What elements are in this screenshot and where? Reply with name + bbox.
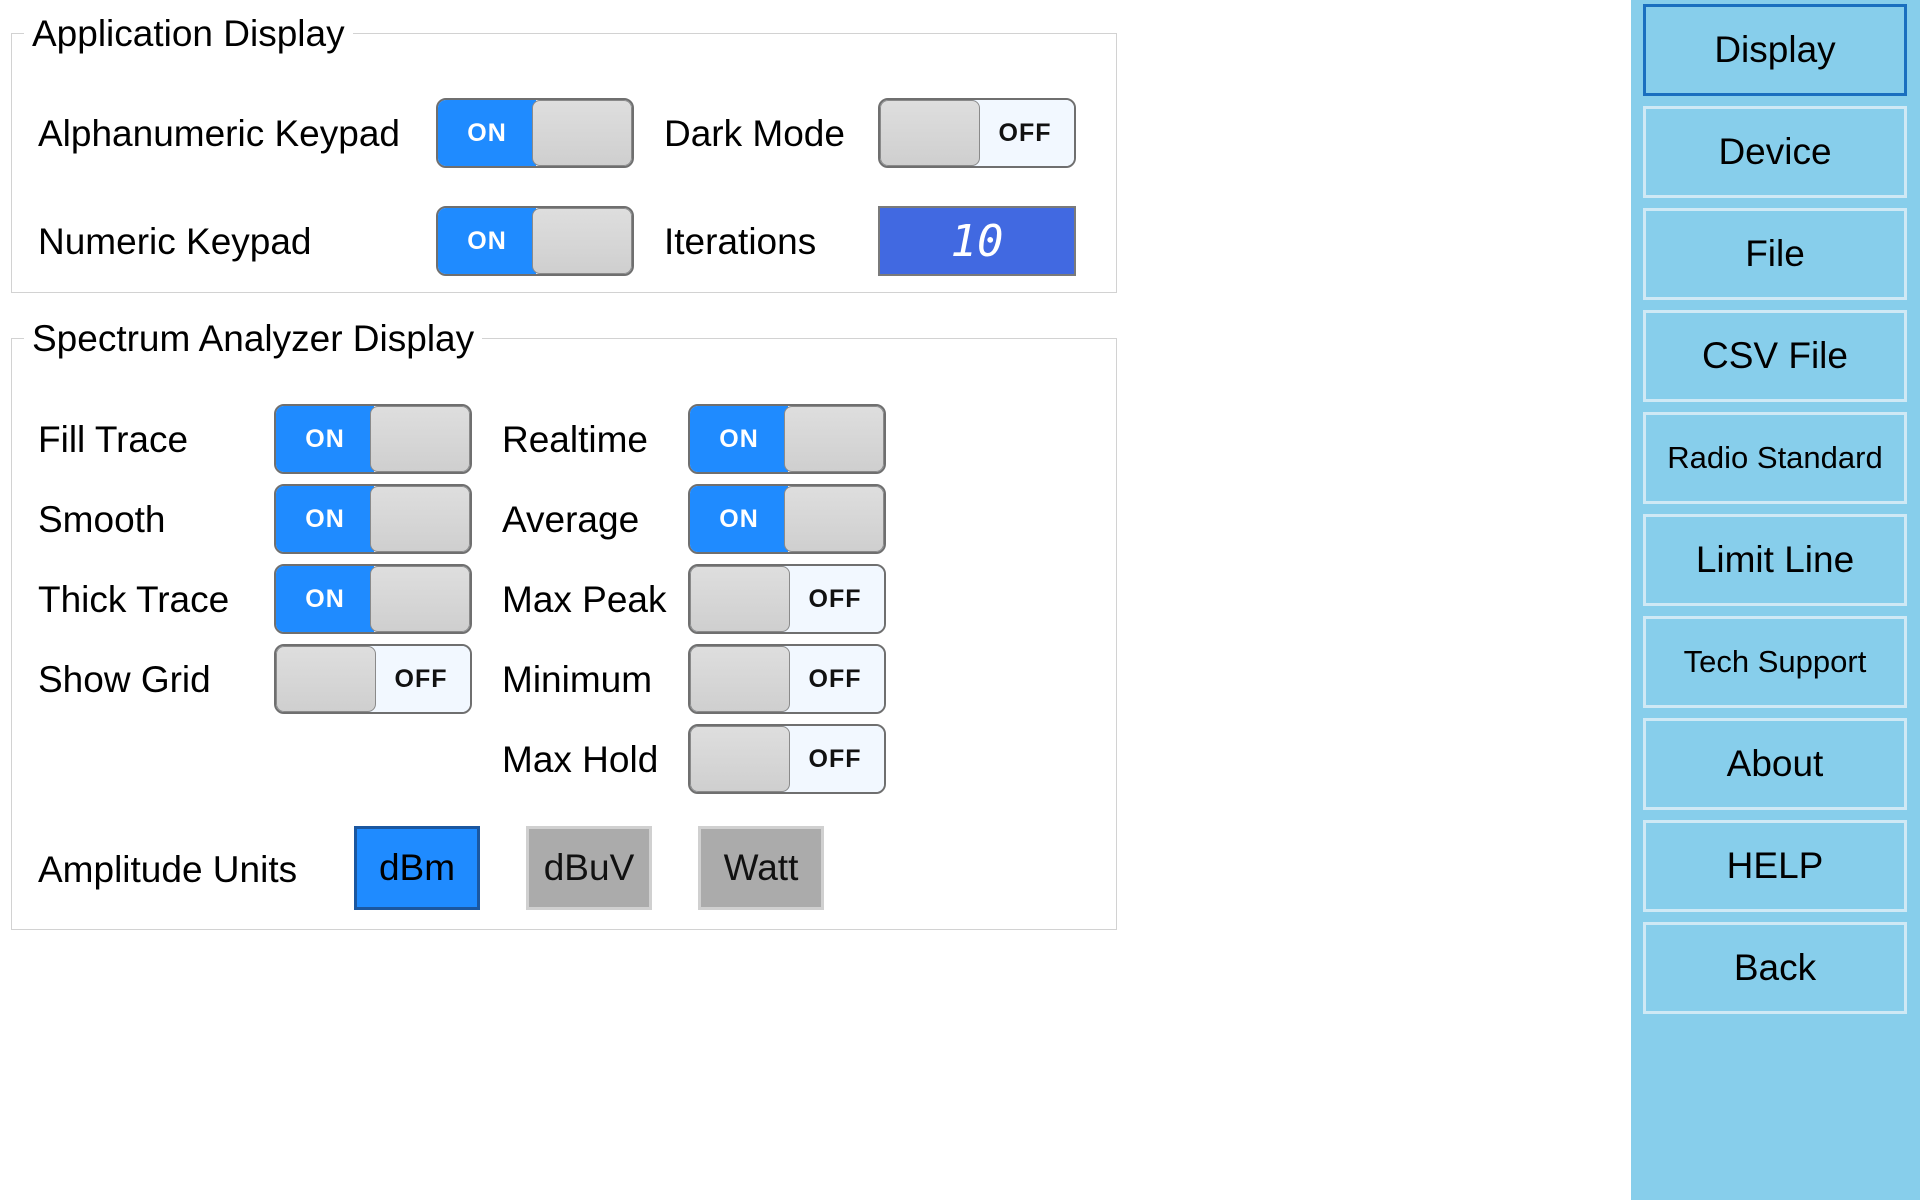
fill-trace-label: Fill Trace [38,419,189,460]
max-peak-toggle[interactable]: ON OFF [688,564,886,634]
minimum-label: Minimum [502,659,653,700]
dark-mode-label: Dark Mode [664,113,845,154]
show-grid-toggle[interactable]: ON OFF [274,644,472,714]
toggle-off-text: OFF [976,100,1074,166]
sidebar-item-device[interactable]: Device [1643,106,1907,198]
toggle-thumb [784,486,884,552]
toggle-on-text: ON [438,208,536,274]
unit-watt-button[interactable]: Watt [698,826,824,910]
numeric-keypad-label: Numeric Keypad [38,221,312,262]
thick-trace-label: Thick Trace [38,579,230,620]
alphanumeric-keypad-label: Alphanumeric Keypad [38,113,400,154]
unit-dbm-button[interactable]: dBm [354,826,480,910]
toggle-off-text: OFF [786,566,884,632]
show-grid-label: Show Grid [38,659,211,700]
toggle-thumb [784,406,884,472]
sidebar-item-file[interactable]: File [1643,208,1907,300]
toggle-thumb [532,208,632,274]
toggle-on-text: ON [438,100,536,166]
sidebar-item-tech-support[interactable]: Tech Support [1643,616,1907,708]
sidebar-item-about[interactable]: About [1643,718,1907,810]
max-hold-toggle[interactable]: ON OFF [688,724,886,794]
toggle-thumb [532,100,632,166]
toggle-on-text: ON [690,486,788,552]
toggle-off-text: OFF [786,646,884,712]
max-hold-label: Max Hold [502,739,659,780]
minimum-toggle[interactable]: ON OFF [688,644,886,714]
toggle-thumb [690,566,790,632]
realtime-label: Realtime [502,419,648,460]
toggle-on-text: ON [276,406,374,472]
realtime-toggle[interactable]: ON OFF [688,404,886,474]
application-display-group: Application Display [11,10,1117,293]
amplitude-units-label: Amplitude Units [38,849,298,890]
sidebar-item-display[interactable]: Display [1643,4,1907,96]
toggle-off-text: OFF [372,646,470,712]
thick-trace-toggle[interactable]: ON OFF [274,564,472,634]
spectrum-analyzer-display-title: Spectrum Analyzer Display [24,315,483,363]
alphanumeric-keypad-toggle[interactable]: ON OFF [436,98,634,168]
average-toggle[interactable]: ON OFF [688,484,886,554]
smooth-toggle[interactable]: ON OFF [274,484,472,554]
sidebar-item-csv-file[interactable]: CSV File [1643,310,1907,402]
sidebar-item-help[interactable]: HELP [1643,820,1907,912]
toggle-thumb [370,566,470,632]
toggle-thumb [690,726,790,792]
unit-dbuv-button[interactable]: dBuV [526,826,652,910]
toggle-thumb [370,486,470,552]
sidebar-item-limit-line[interactable]: Limit Line [1643,514,1907,606]
iterations-input[interactable]: 10 [878,206,1076,276]
toggle-thumb [276,646,376,712]
smooth-label: Smooth [38,499,166,540]
toggle-on-text: ON [276,566,374,632]
toggle-off-text: OFF [786,726,884,792]
average-label: Average [502,499,640,540]
numeric-keypad-toggle[interactable]: ON OFF [436,206,634,276]
application-display-title: Application Display [24,10,353,58]
fill-trace-toggle[interactable]: ON OFF [274,404,472,474]
toggle-thumb [690,646,790,712]
sidebar-item-radio-standard[interactable]: Radio Standard [1643,412,1907,504]
sidebar-item-back[interactable]: Back [1643,922,1907,1014]
iterations-label: Iterations [664,221,817,262]
max-peak-label: Max Peak [502,579,667,620]
toggle-on-text: ON [276,486,374,552]
toggle-thumb [880,100,980,166]
dark-mode-toggle[interactable]: ON OFF [878,98,1076,168]
toggle-on-text: ON [690,406,788,472]
sidebar-nav: Display Device File CSV File Radio Stand… [1631,0,1920,1200]
spectrum-analyzer-display-group: Spectrum Analyzer Display [11,315,1117,930]
toggle-thumb [370,406,470,472]
